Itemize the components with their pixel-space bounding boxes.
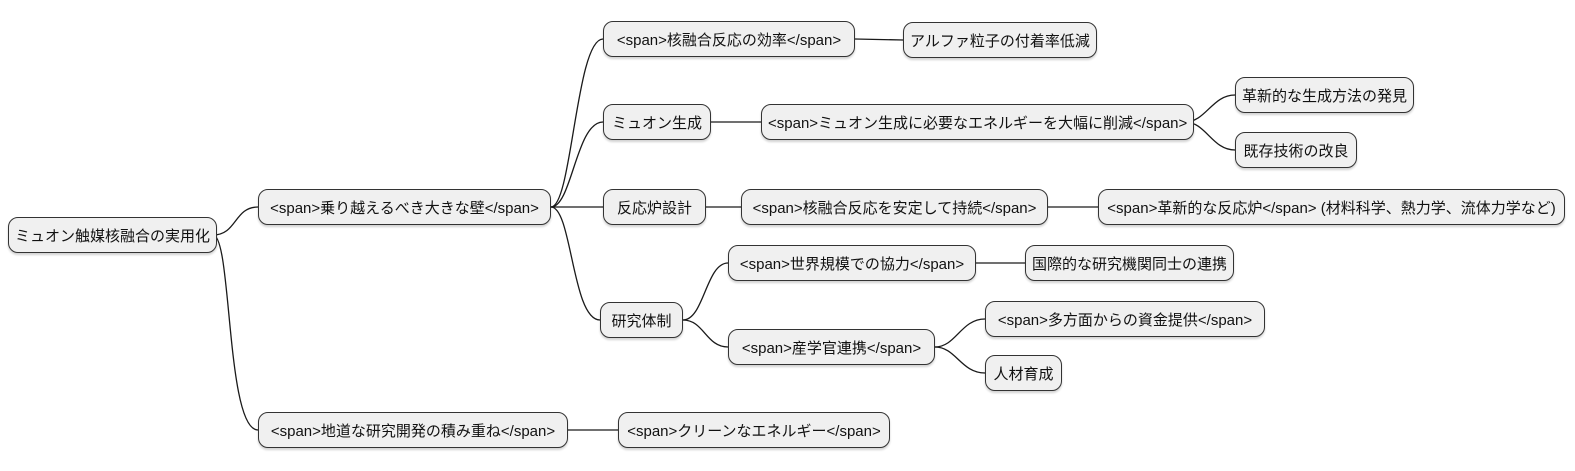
mindmap-node-innovative-reactor: <span>革新的な反応炉</span> (材料科学、熱力学、流体力学など) bbox=[1098, 189, 1565, 225]
edge-eff-alpha bbox=[854, 38, 904, 41]
edge-root-wall bbox=[212, 206, 259, 236]
mindmap-node-industry-gov-academia: <span>産学官連携</span> bbox=[728, 329, 935, 365]
edge-org-sangaku bbox=[682, 319, 729, 348]
mindmap-node-reactor-design: 反応炉設計 bbox=[603, 189, 706, 225]
mindmap-node-fusion-efficiency: <span>核融合反応の効率</span> bbox=[603, 21, 855, 57]
mindmap-node-innovative-generation: 革新的な生成方法の発見 bbox=[1235, 77, 1415, 113]
mindmap-node-stable-fusion: <span>核融合反応を安定して持続</span> bbox=[741, 189, 1048, 225]
mindmap-node-talent-development: 人材育成 bbox=[985, 355, 1062, 391]
mindmap-node-research-org: 研究体制 bbox=[600, 302, 683, 338]
edge-org-global bbox=[682, 262, 729, 321]
mindmap-node-muon-energy-reduction: <span>ミュオン生成に必要なエネルギーを大幅に削減</span> bbox=[761, 104, 1195, 140]
mindmap-node-funding: <span>多方面からの資金提供</span> bbox=[985, 301, 1265, 337]
mindmap-node-wall: <span>乗り越えるべき大きな壁</span> bbox=[258, 189, 551, 225]
edge-root-steady bbox=[212, 234, 259, 431]
edge-wall-org bbox=[550, 206, 601, 321]
mindmap-node-alpha-sticking: アルファ粒子の付着率低減 bbox=[903, 22, 1097, 58]
edge-sangaku-talent bbox=[934, 346, 986, 374]
mindmap-node-existing-improvement: 既存技術の改良 bbox=[1235, 132, 1357, 168]
mindmap-node-muon-production: ミュオン生成 bbox=[603, 104, 711, 140]
edge-wall-muon bbox=[550, 121, 604, 208]
mindmap-node-intl-institutes: 国際的な研究機関同士の連携 bbox=[1025, 245, 1235, 281]
mindmap-node-root: ミュオン触媒核融合の実用化 bbox=[8, 217, 218, 253]
mindmap-node-steady-research: <span>地道な研究開発の積み重ね</span> bbox=[258, 412, 568, 448]
mindmap-node-global-cooperation: <span>世界規模での協力</span> bbox=[728, 245, 976, 281]
edge-sangaku-funding bbox=[934, 318, 986, 348]
edge-wall-eff bbox=[550, 38, 604, 208]
mindmap-node-clean-energy: <span>クリーンなエネルギー</span> bbox=[618, 412, 890, 448]
